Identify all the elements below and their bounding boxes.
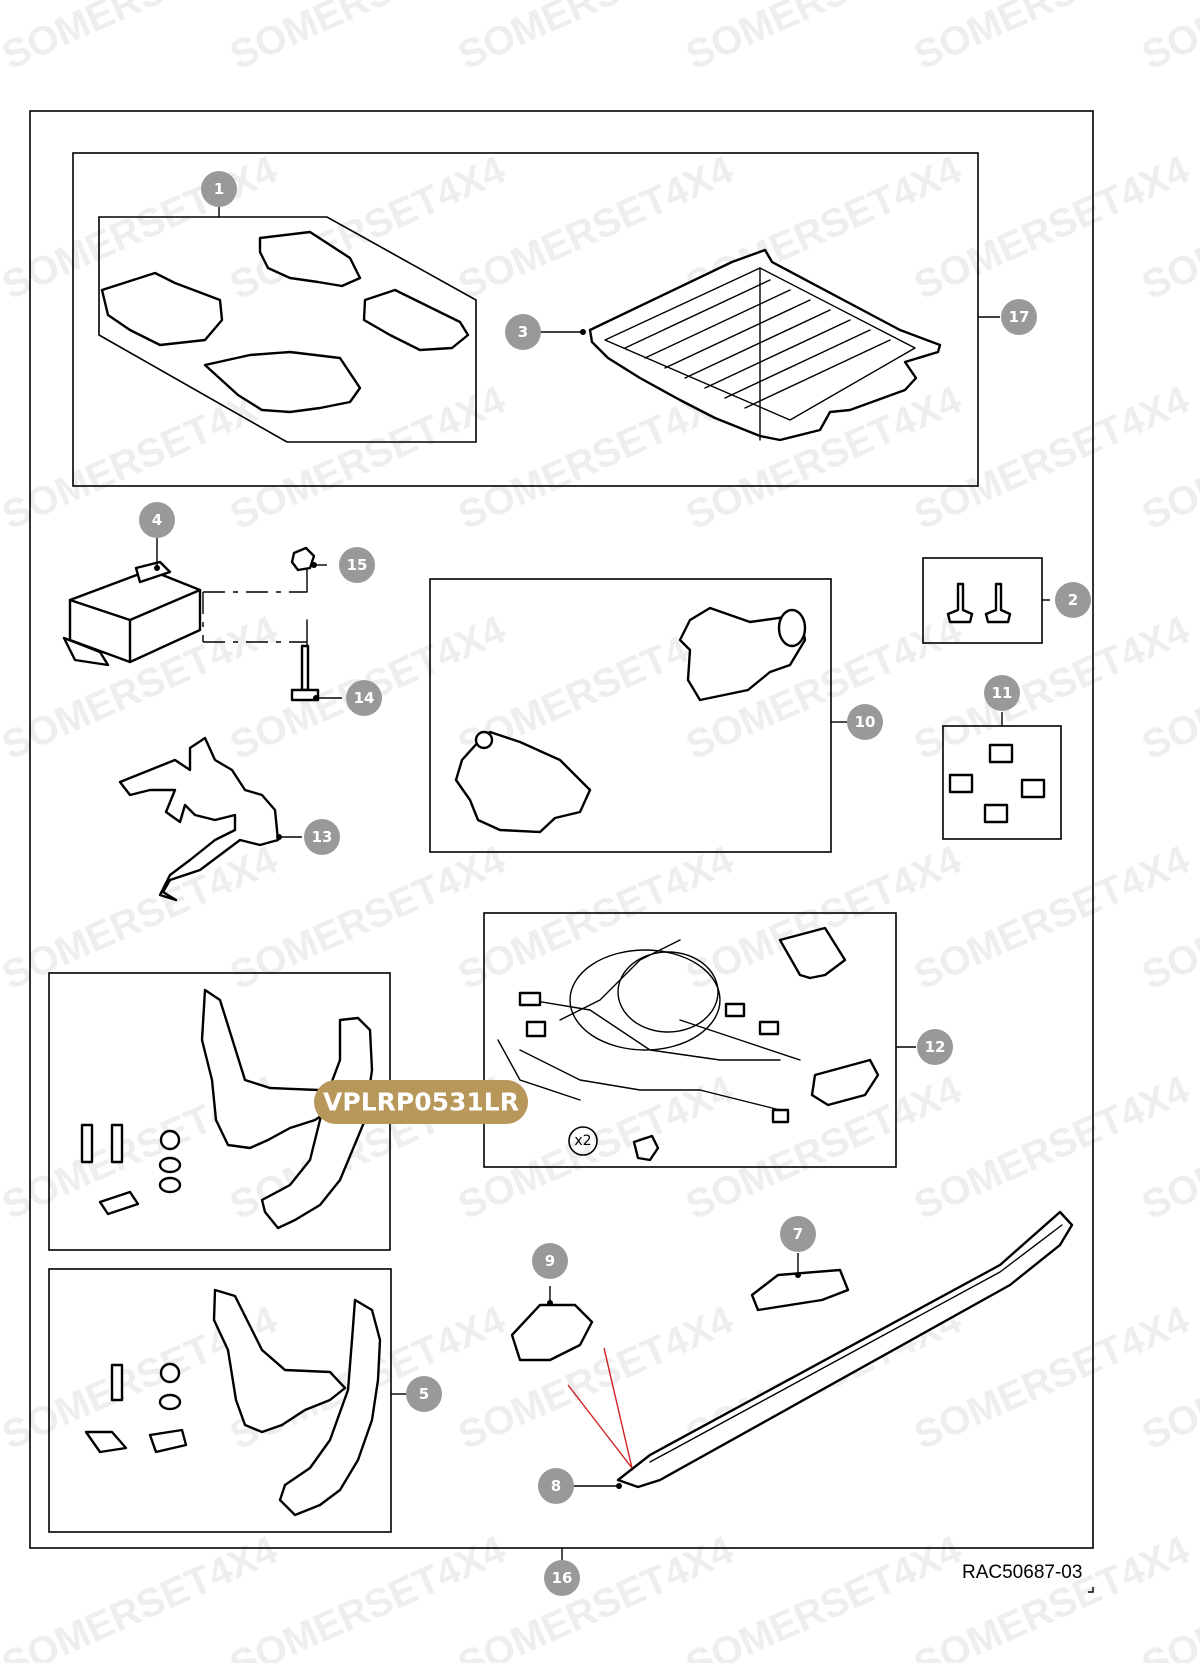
bolt-14	[290, 619, 320, 702]
mudflaps-front	[80, 988, 374, 1230]
svg-text:16: 16	[552, 1569, 573, 1587]
control-module	[62, 560, 202, 667]
actuators-box	[429, 578, 832, 853]
callout-4: 4	[139, 502, 175, 538]
quantity-marker: x2	[574, 1133, 591, 1149]
svg-text:13: 13	[312, 828, 333, 846]
corner-mark	[1088, 1587, 1094, 1593]
actuator-lower	[454, 730, 592, 834]
svg-text:9: 9	[545, 1252, 555, 1270]
callout-5: 5	[406, 1376, 442, 1412]
wiring-harness	[497, 926, 880, 1162]
svg-text:10: 10	[855, 713, 876, 731]
callout-13: 13	[304, 819, 340, 855]
callout-10: 10	[847, 704, 883, 740]
svg-text:15: 15	[347, 556, 368, 574]
floor-mats	[100, 230, 470, 414]
reference-code: RAC50687-03	[962, 1562, 1082, 1583]
red-indicator-lines	[567, 1347, 633, 1469]
svg-text:8: 8	[551, 1477, 561, 1495]
callout-9: 9	[532, 1243, 568, 1279]
callout-12: 12	[917, 1029, 953, 1065]
callout-1: 1	[201, 171, 237, 207]
mudflaps-rear-box	[48, 1268, 392, 1533]
callout-11: 11	[984, 675, 1020, 711]
callout-17: 17	[1001, 299, 1037, 335]
svg-text:1: 1	[214, 180, 224, 198]
harness-box	[483, 912, 897, 1168]
nut-15	[290, 546, 316, 593]
mudflaps-rear	[84, 1288, 382, 1517]
svg-text:14: 14	[354, 689, 375, 707]
load-space-liner	[588, 248, 942, 442]
watermark-text: SOMERSET4X4	[1136, 0, 1200, 78]
leader-dots	[154, 329, 801, 1489]
svg-text:11: 11	[992, 684, 1013, 702]
svg-text:VPLRP0531LR: VPLRP0531LR	[323, 1088, 519, 1117]
svg-text:12: 12	[925, 1038, 946, 1056]
callout-7: 7	[780, 1216, 816, 1252]
mats-liner-box	[72, 152, 979, 487]
callout-15: 15	[339, 547, 375, 583]
svg-text:2: 2	[1068, 591, 1078, 609]
callout-8: 8	[538, 1468, 574, 1504]
svg-text:17: 17	[1009, 308, 1030, 326]
mounting-bracket	[118, 736, 280, 902]
svg-text:5: 5	[419, 1385, 429, 1403]
mats-subbox	[98, 216, 477, 443]
actuator-upper	[678, 606, 807, 702]
part-number-label: VPLRP0531LR	[314, 1080, 528, 1124]
callout-3: 3	[505, 314, 541, 350]
buffers	[948, 743, 1046, 824]
callout-14: 14	[346, 680, 382, 716]
trim-9	[510, 1303, 594, 1362]
trim-7	[750, 1268, 850, 1312]
svg-text:4: 4	[152, 511, 162, 529]
svg-text:7: 7	[793, 1225, 803, 1243]
svg-text:3: 3	[518, 323, 528, 341]
callout-2: 2	[1055, 582, 1091, 618]
clips	[946, 582, 1012, 624]
callout-16: 16	[544, 1560, 580, 1596]
